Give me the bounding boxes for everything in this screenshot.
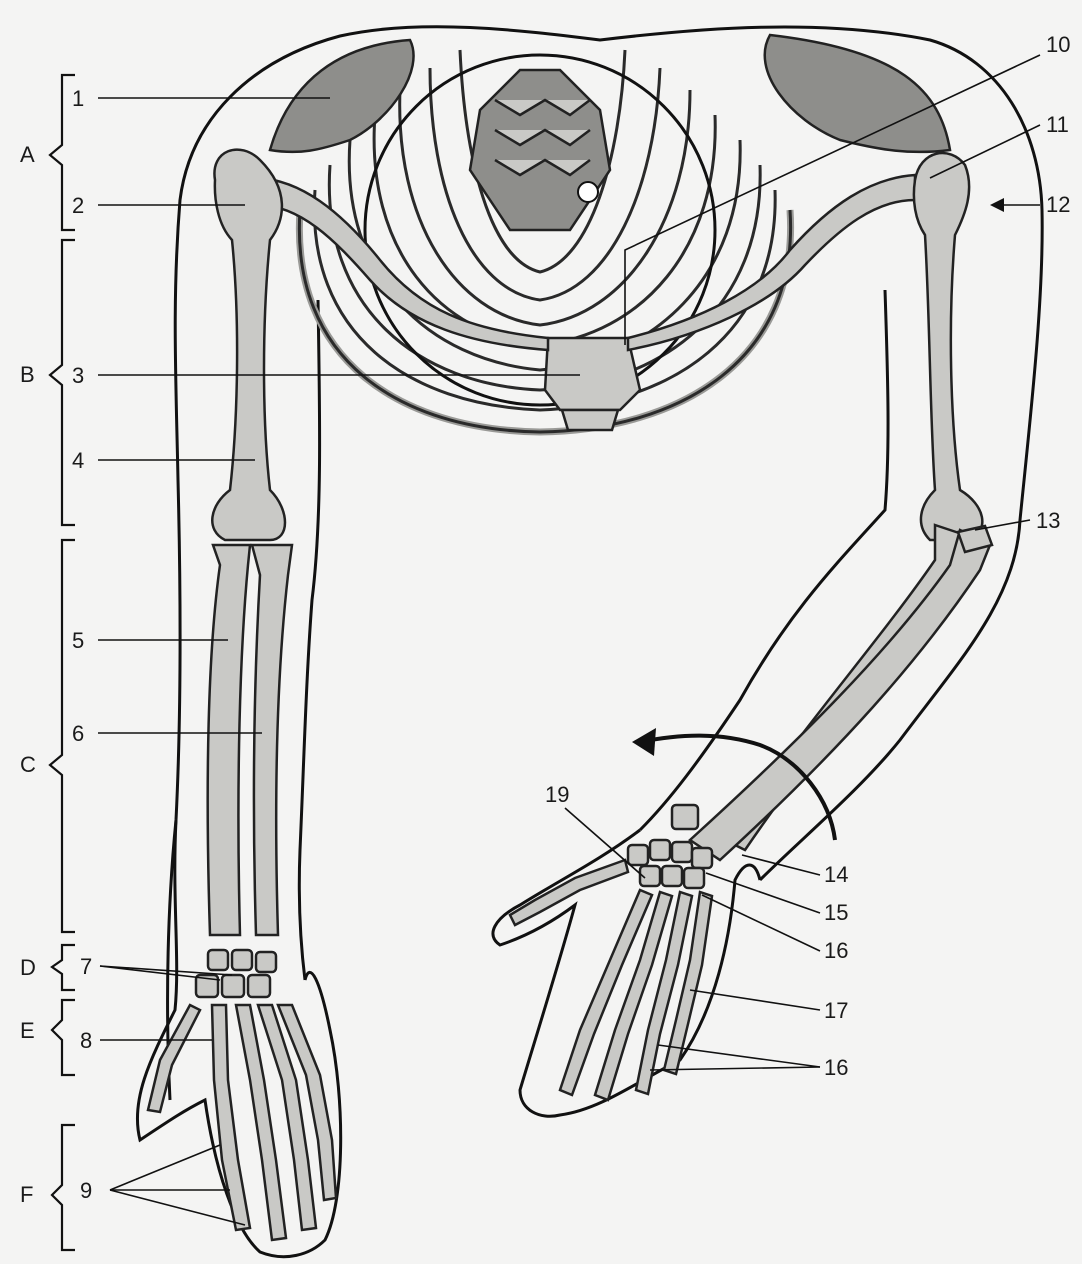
- label-7: 7: [80, 954, 92, 979]
- region-label-c: C: [20, 752, 36, 777]
- label-4: 4: [72, 448, 84, 473]
- radius-right: [690, 530, 990, 860]
- region-label-b: B: [20, 362, 35, 387]
- label-1: 1: [72, 86, 84, 111]
- label-5: 5: [72, 628, 84, 653]
- label-14: 14: [824, 862, 848, 887]
- label-2: 2: [72, 193, 84, 218]
- sternum: [545, 338, 640, 430]
- rotation-arrowhead: [632, 728, 656, 756]
- label-16-lower: 16: [824, 1055, 848, 1080]
- inner-arm-left: [299, 300, 319, 980]
- region-label-d: D: [20, 955, 36, 980]
- radius-left: [208, 545, 250, 935]
- label-9: 9: [80, 1178, 92, 1203]
- humerus-right: [914, 153, 982, 540]
- label-13: 13: [1036, 508, 1060, 533]
- label-11: 11: [1046, 112, 1069, 137]
- humerus-left: [212, 150, 285, 540]
- ulna-left: [252, 545, 292, 935]
- vertebra: [470, 70, 610, 230]
- region-label-f: F: [20, 1182, 33, 1207]
- label-16-upper: 16: [824, 938, 848, 963]
- region-label-a: A: [20, 142, 35, 167]
- label-10: 10: [1046, 32, 1070, 57]
- label-17: 17: [824, 998, 848, 1023]
- label-19: 19: [545, 782, 569, 807]
- region-label-e: E: [20, 1018, 35, 1043]
- scapula-right: [765, 35, 950, 152]
- label-12: 12: [1046, 192, 1070, 217]
- label-3: 3: [72, 363, 84, 388]
- inner-arm-right: [640, 290, 888, 830]
- region-braces: [50, 75, 75, 1250]
- label-15: 15: [824, 900, 848, 925]
- label-6: 6: [72, 721, 84, 746]
- label-8: 8: [80, 1028, 92, 1053]
